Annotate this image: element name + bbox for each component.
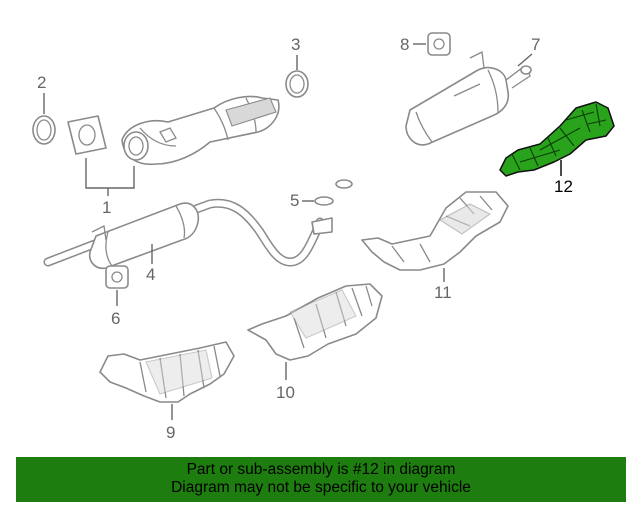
callout-9-label: 9 bbox=[166, 423, 175, 442]
part-11-heat-shield[interactable] bbox=[361, 191, 509, 271]
exhaust-system-diagram: 2 1 3 8 bbox=[32, 32, 615, 442]
callout-10[interactable]: 10 bbox=[276, 362, 295, 402]
callout-6-label: 6 bbox=[111, 309, 120, 328]
callout-1-label: 1 bbox=[102, 198, 111, 217]
part-6-hanger[interactable] bbox=[105, 265, 129, 289]
callout-4-label: 4 bbox=[146, 265, 155, 284]
callout-8[interactable]: 8 bbox=[400, 35, 426, 54]
part-9-manifold-heat-shield[interactable] bbox=[99, 341, 235, 403]
callout-3-label: 3 bbox=[291, 35, 300, 54]
callout-12[interactable]: 12 bbox=[554, 160, 573, 196]
callout-1-bracket bbox=[85, 158, 135, 189]
callout-2-label: 2 bbox=[37, 73, 46, 92]
callout-6[interactable]: 6 bbox=[111, 290, 120, 328]
part-1-flange bbox=[67, 115, 107, 155]
banner-line-1: Part or sub-assembly is #12 in diagram bbox=[186, 461, 456, 478]
callout-8-label: 8 bbox=[400, 35, 409, 54]
callout-9[interactable]: 9 bbox=[166, 404, 175, 442]
part-7-muffler[interactable] bbox=[335, 51, 532, 189]
callout-10-label: 10 bbox=[276, 383, 295, 402]
callout-5-label: 5 bbox=[290, 191, 299, 210]
callout-2[interactable]: 2 bbox=[37, 73, 46, 114]
part-3-gasket[interactable] bbox=[285, 70, 309, 98]
part-2-gasket[interactable] bbox=[32, 115, 56, 145]
callout-3[interactable]: 3 bbox=[291, 35, 300, 70]
callout-7[interactable]: 7 bbox=[517, 35, 540, 67]
callout-7-label: 7 bbox=[531, 35, 540, 54]
callout-12-label: 12 bbox=[554, 177, 573, 196]
part-1-catalytic-converter[interactable] bbox=[67, 95, 280, 166]
part-5-gasket[interactable] bbox=[314, 196, 334, 206]
part-4-center-pipe[interactable] bbox=[43, 198, 333, 270]
part-12-rear-heat-shield[interactable] bbox=[499, 101, 615, 177]
banner-line-2: Diagram may not be specific to your vehi… bbox=[171, 479, 471, 496]
callout-11-label: 11 bbox=[434, 283, 452, 302]
callout-1[interactable]: 1 bbox=[85, 158, 135, 217]
callout-7-leader bbox=[517, 53, 533, 67]
callout-11[interactable]: 11 bbox=[434, 268, 452, 302]
callout-4[interactable]: 4 bbox=[146, 244, 155, 284]
part-8-hanger[interactable] bbox=[427, 32, 451, 56]
info-banner: Part or sub-assembly is #12 in diagram D… bbox=[16, 457, 626, 502]
part-10-heat-shield[interactable] bbox=[247, 283, 383, 361]
callout-5[interactable]: 5 bbox=[290, 191, 314, 210]
